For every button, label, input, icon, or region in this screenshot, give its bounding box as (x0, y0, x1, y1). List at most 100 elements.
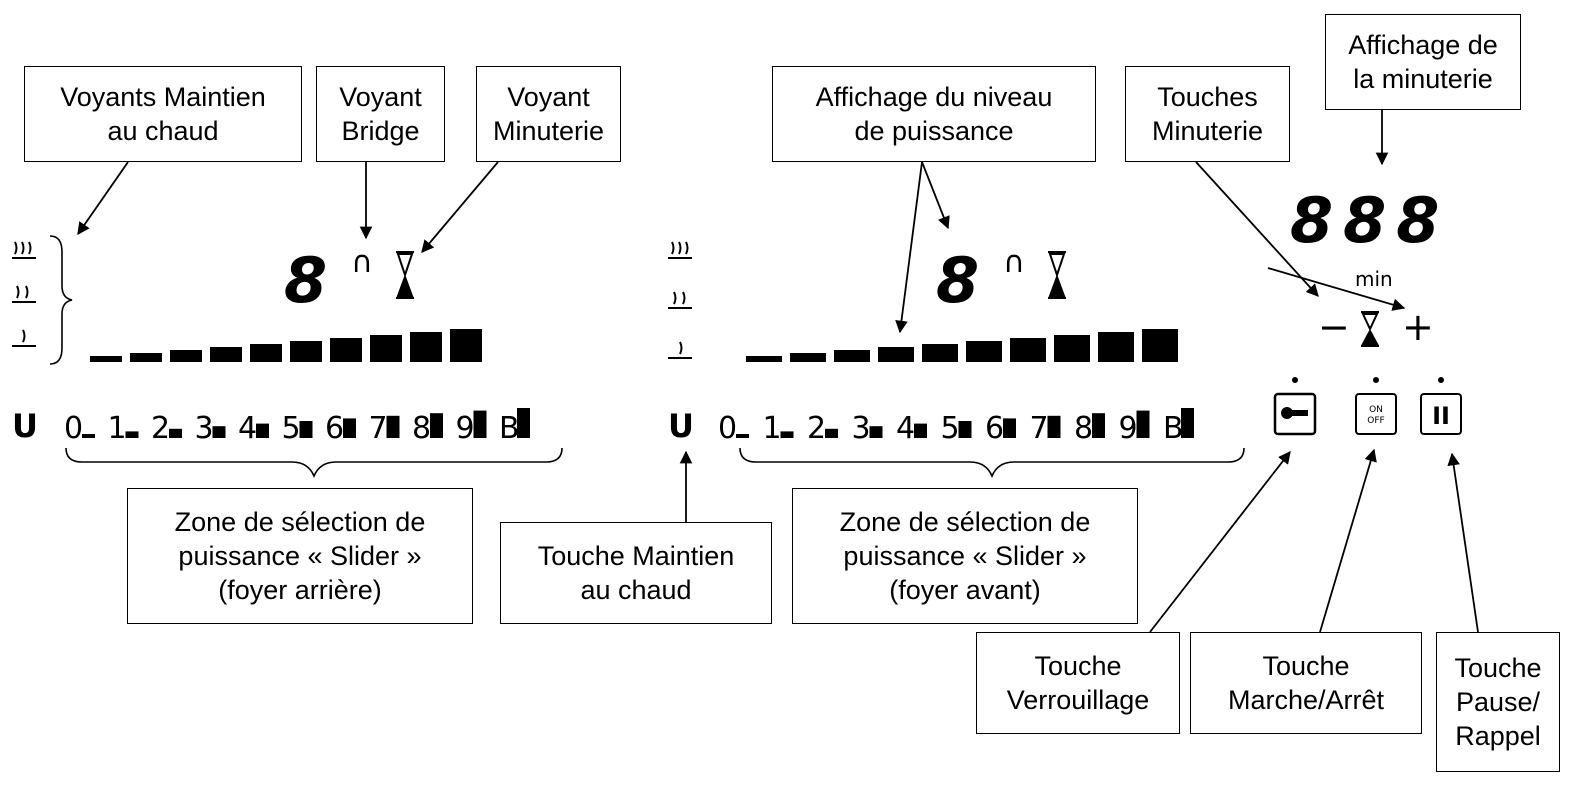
lock-button[interactable] (1273, 377, 1317, 436)
front-slider-level-marker-3 (869, 426, 883, 438)
timer-unit-label: min (1355, 267, 1393, 291)
rear-slider-level-3[interactable]: 3 (195, 411, 214, 446)
callout-voyant-bridge: Voyant Bridge (316, 66, 445, 162)
front-bar-4 (878, 347, 914, 362)
keepwarm-key-icon-left: U (12, 407, 38, 445)
rear-bar-3 (170, 350, 202, 362)
brace-slider-rear (65, 447, 563, 479)
rear-bar-6 (290, 341, 322, 362)
svg-text:ON: ON (1369, 405, 1383, 415)
front-slider-level-marker-1 (780, 431, 794, 438)
rear-slider-level-marker-0 (82, 434, 95, 438)
arrow-voyant-minuterie (421, 161, 499, 253)
front-bar-8 (1054, 335, 1090, 362)
rear-slider-level-B[interactable]: B (499, 411, 520, 446)
pause-button[interactable]: II (1420, 377, 1462, 435)
rear-slider-level-marker-9 (473, 410, 487, 438)
bridge-indicator-front: ∩ (1003, 245, 1025, 280)
rear-slider-level-8[interactable]: 8 (412, 411, 431, 446)
rear-slider-level-4[interactable]: 4 (238, 411, 257, 446)
bridge-indicator-rear: ∩ (351, 245, 373, 280)
arrow-marche-arret (1319, 448, 1377, 633)
front-slider-level-0[interactable]: 0 (718, 411, 737, 446)
arrow-touches-minuterie-minus (1195, 161, 1319, 297)
keepwarm-indicators-front (668, 241, 692, 359)
timer-plus-button[interactable]: + (1402, 305, 1434, 349)
callout-zone-arriere: Zone de sélection de puissance « Slider … (127, 488, 473, 624)
front-bar-9 (1098, 332, 1134, 362)
front-bar-3 (834, 350, 870, 362)
rear-slider-level-marker-5 (299, 421, 313, 438)
rear-slider-level-marker-B (517, 408, 530, 438)
on-off-button[interactable]: ON OFF (1355, 377, 1397, 435)
callout-touche-verrouillage: Touche Verrouillage (976, 632, 1180, 734)
brace-slider-front (739, 447, 1245, 479)
rear-bar-7 (330, 338, 362, 362)
front-slider-level-marker-0 (736, 434, 749, 438)
arrow-niveau-2 (921, 161, 950, 230)
arrow-verrouillage (1149, 451, 1291, 633)
rear-bar-4 (210, 347, 242, 362)
power-level-digit-front: 8 (936, 244, 979, 317)
rear-bar-5 (250, 344, 282, 362)
front-slider-level-marker-7 (1047, 415, 1061, 438)
front-slider-level-B[interactable]: B (1163, 411, 1184, 446)
rear-slider-level-5[interactable]: 5 (282, 411, 301, 446)
brace-keepwarm (49, 235, 73, 365)
timer-display: 888 (1290, 184, 1449, 257)
front-bar-6 (966, 341, 1002, 362)
svg-text:OFF: OFF (1367, 416, 1384, 426)
rear-slider-level-9[interactable]: 9 (456, 411, 475, 446)
rear-slider-level-6[interactable]: 6 (325, 411, 344, 446)
front-bar-5 (922, 344, 958, 362)
power-level-digit-rear: 8 (284, 244, 327, 317)
front-slider-level-2[interactable]: 2 (807, 411, 826, 446)
callout-touche-maintien: Touche Maintien au chaud (500, 522, 772, 624)
front-slider-level-marker-B (1181, 408, 1194, 438)
front-bar-2 (790, 353, 826, 362)
front-slider-level-9[interactable]: 9 (1119, 411, 1138, 446)
front-slider-level-marker-5 (958, 421, 972, 438)
rear-slider-level-7[interactable]: 7 (369, 411, 388, 446)
front-bar-1 (746, 356, 782, 362)
rear-slider-level-marker-1 (125, 431, 139, 438)
front-slider-level-6[interactable]: 6 (985, 411, 1004, 446)
rear-slider-level-2[interactable]: 2 (151, 411, 170, 446)
front-slider-level-marker-6 (1003, 418, 1016, 438)
rear-slider-level-0[interactable]: 0 (64, 411, 83, 446)
front-slider-level-3[interactable]: 3 (852, 411, 871, 446)
front-slider-level-5[interactable]: 5 (941, 411, 960, 446)
arrow-niveau-1 (895, 161, 923, 334)
arrow-pause (1447, 452, 1479, 633)
callout-zone-avant: Zone de sélection de puissance « Slider … (792, 488, 1138, 624)
rear-bar-8 (370, 335, 402, 362)
keepwarm-indicators-rear (12, 241, 36, 347)
front-bar-7 (1010, 338, 1046, 362)
front-slider-level-marker-9 (1136, 410, 1150, 438)
front-slider-level-4[interactable]: 4 (896, 411, 915, 446)
arrow-voyants-maintien (77, 161, 129, 236)
rear-slider-level-marker-8 (430, 413, 443, 438)
keepwarm-key-icon[interactable]: U (668, 407, 694, 445)
front-slider-level-1[interactable]: 1 (763, 411, 782, 446)
rear-slider-level-marker-6 (343, 418, 356, 438)
callout-voyants-maintien: Voyants Maintien au chaud (24, 66, 302, 162)
rear-slider-level-1[interactable]: 1 (108, 411, 127, 446)
callout-touches-minuterie: Touches Minuterie (1125, 66, 1290, 162)
callout-affichage-niveau: Affichage du niveau de puissance (772, 66, 1096, 162)
callout-touche-marche-arret: Touche Marche/Arrêt (1190, 632, 1422, 734)
power-bars-front (746, 329, 1178, 362)
timer-minus-button[interactable]: − (1318, 305, 1350, 349)
rear-slider-level-marker-3 (212, 426, 226, 438)
hourglass-icon (396, 251, 414, 299)
front-slider-level-marker-8 (1092, 413, 1105, 438)
front-bar-10 (1142, 329, 1178, 362)
front-slider-level-8[interactable]: 8 (1074, 411, 1093, 446)
front-slider-level-7[interactable]: 7 (1030, 411, 1049, 446)
rear-slider-level-marker-7 (386, 415, 400, 438)
front-slider-level-marker-4 (914, 423, 927, 438)
